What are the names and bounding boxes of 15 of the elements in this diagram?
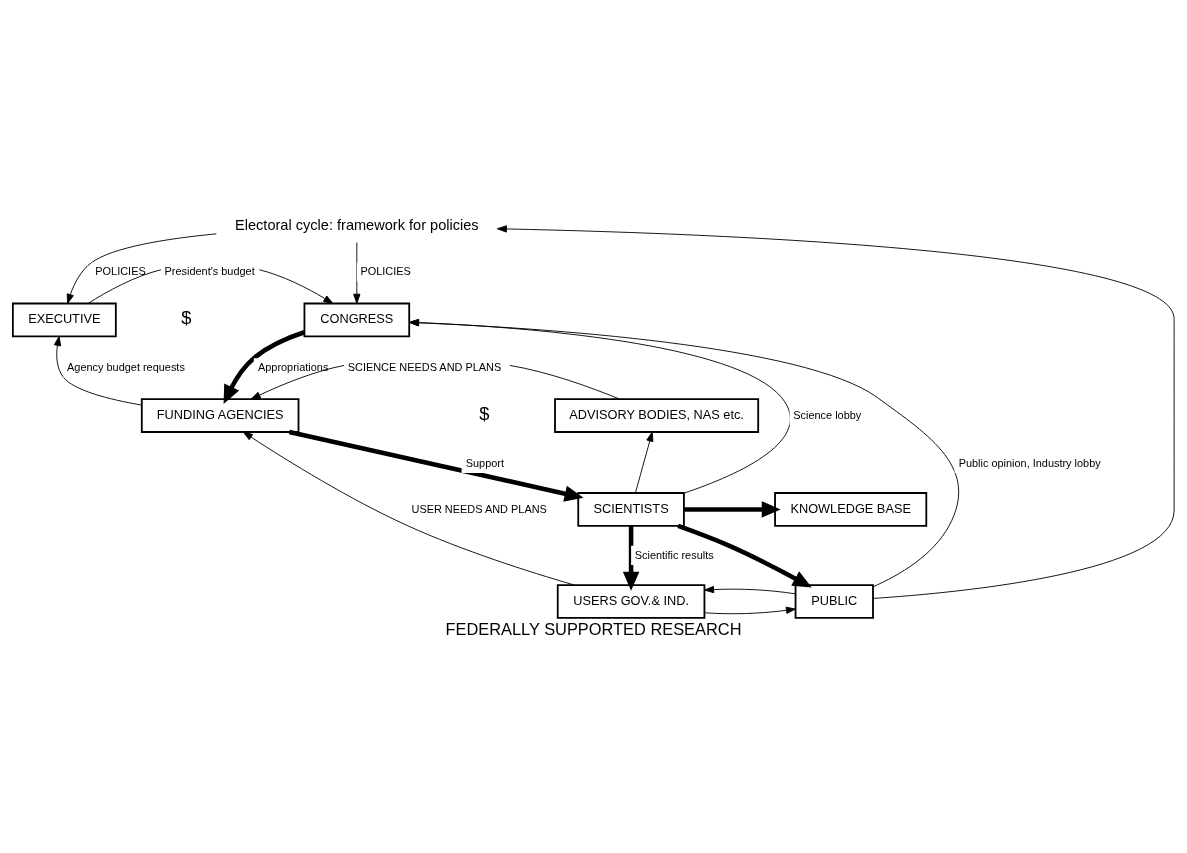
node-text: Electoral cycle: framework for policies	[235, 216, 479, 233]
edge-label: Appropriations	[257, 361, 329, 374]
edge-label: Public opinion, Industry lobby	[958, 456, 1101, 469]
edge-label: USER NEEDS AND PLANS	[411, 502, 547, 515]
label: $	[181, 308, 192, 329]
edge-label: POLICIES	[95, 265, 146, 278]
label: $	[479, 404, 490, 425]
edge-label: POLICIES	[360, 265, 411, 278]
edge-label: Agency budget requests	[67, 361, 185, 374]
edge-label: Scientific results	[634, 548, 714, 561]
edge-label: Support	[465, 456, 504, 469]
edge-label: Science lobby	[793, 408, 862, 421]
edge-label: SCIENCE NEEDS AND PLANS	[347, 361, 502, 374]
edge-label: President's budget	[164, 265, 255, 278]
caption: FEDERALLY SUPPORTED RESEARCH	[445, 619, 742, 638]
